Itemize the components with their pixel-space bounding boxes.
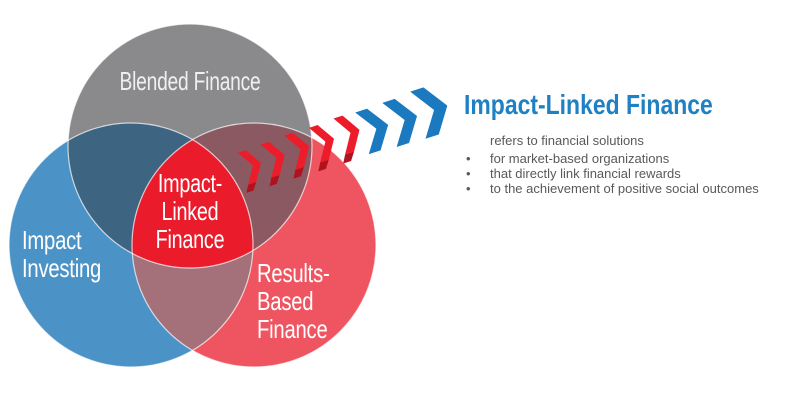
bullet-marker: • [466,151,471,166]
label-blended-finance: Blended Finance [119,66,261,96]
bullet-text: to the achievement of positive social ou… [490,181,759,196]
center-intersection [132,123,253,268]
blue-chevron-icon [410,87,448,139]
bullet-text: refers to financial solutions [490,133,644,148]
arrow-chevron-band [232,82,455,197]
label-impact-linked-finance-center: Impact- Linked Finance [155,168,225,254]
red-chevron-icon [260,141,285,186]
blue-chevron-icon [382,98,417,147]
red-chevron-icon [308,124,334,171]
bullet-line: refers to financial solutions [464,133,759,148]
bullet-line: • to the achievement of positive social … [464,181,759,196]
label-impact-investing: Impact Investing [22,225,102,283]
bullet-marker: • [466,166,471,181]
venn-diagram [8,23,377,368]
red-chevron-icon [333,115,360,164]
panel-bullet-list: refers to financial solutions • for mark… [464,133,759,196]
red-chevron-icon [284,132,310,179]
blue-chevron-icon [355,108,389,155]
circle-outlines [8,23,377,368]
bullet-line: • for market-based organizations [464,151,759,166]
panel-title: Impact-Linked Finance [464,89,713,120]
bullet-marker: • [466,181,471,196]
bullet-text: for market-based organizations [490,151,670,166]
label-results-based-finance: Results- Based Finance [257,258,330,344]
bullet-line: • that directly link financial rewards [464,166,759,181]
red-chevron-icon [237,149,261,193]
bullet-marker [464,133,490,148]
bullet-text: that directly link financial rewards [490,166,681,181]
